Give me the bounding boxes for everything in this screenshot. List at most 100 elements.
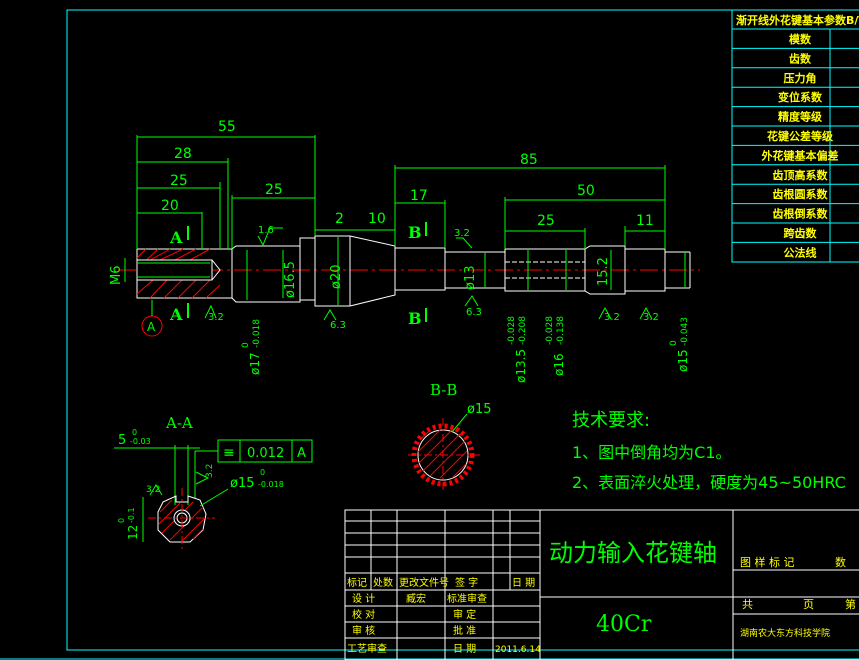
right-label-qty: 数 [835, 556, 846, 569]
dim-2: 2 [335, 211, 344, 227]
section-aa-height: 12 [126, 525, 140, 540]
section-aa-height-tol-lo: -0.1 [127, 507, 136, 523]
dim-85: 85 [520, 152, 538, 168]
section-aa-width: 5 [118, 433, 126, 448]
param-table-row-label: 模数 [789, 32, 812, 46]
section-aa-roughness-2 [195, 471, 210, 485]
section-aa-dia-tol-up: 0 [260, 468, 265, 477]
section-mark-b-top: B [408, 223, 422, 242]
thread-hole [136, 259, 213, 281]
section-bb-dia: ø15 [467, 402, 492, 417]
title-block-border [344, 509, 859, 660]
section-aa-title: A-A [165, 414, 193, 432]
sheet-label-no: 第 [845, 597, 856, 611]
roughness-3-2-d: 3.2 [643, 312, 659, 323]
mid-label-ratify: 批 准 [453, 624, 476, 637]
roughness-symbols [204, 227, 653, 321]
param-table-row-label: 齿数 [789, 51, 812, 65]
param-table-row-label: 变位系数 [778, 90, 823, 104]
param-table-title: 渐开线外花键基本参数B/T [736, 13, 859, 27]
section-bb-title: B-B [430, 381, 457, 399]
roughness-1-6: 1.6 [258, 225, 274, 236]
section-mark-b-bottom: B [408, 309, 422, 328]
dim-10: 10 [368, 211, 386, 227]
param-table: 渐开线外花键基本参数B/T 模数齿数压力角变位系数精度等级花键公差等级外花键基本… [731, 9, 859, 263]
dim-25-mid: 25 [265, 182, 283, 198]
designer-name: 臧宏 [406, 592, 426, 605]
dim-25-left: 25 [170, 173, 188, 189]
param-table-row-label: 外花键基本偏差 [761, 148, 839, 162]
dia-17-tol-lo: -0.018 [252, 319, 262, 348]
tolerance-symbol: ≡ [223, 445, 235, 461]
section-aa-dia-tol-lo: -0.018 [258, 480, 284, 489]
title-date: 2011.6.14 [495, 645, 541, 655]
tech-req-item-2: 2、表面淬火处理，硬度为45~50HRC [572, 473, 846, 492]
dia-13-5: ø13.5 [514, 349, 528, 383]
param-table-row-label: 压力角 [784, 71, 817, 85]
param-table-row-label: 齿根圆系数 [773, 187, 829, 201]
section-bb-dia-leader [451, 413, 468, 433]
row-label-process: 工艺审查 [347, 642, 387, 655]
row-label-design: 设 计 [352, 592, 375, 605]
dim-28: 28 [174, 146, 192, 162]
dia-16-tol-lo: -0.138 [556, 316, 566, 345]
dia-13-5-tol-up: -0.028 [507, 316, 517, 345]
material: 40Cr [596, 612, 652, 637]
diameter-dim-lines [246, 237, 686, 305]
hdr-label-mark: 标记 [347, 577, 367, 589]
roughness-3-2-b: 3.2 [454, 228, 470, 239]
dim-17: 17 [410, 188, 428, 204]
param-table-row-label: 齿顶高系数 [773, 168, 829, 182]
tech-requirements: 技术要求: 1、图中倒角均为C1。 2、表面淬火处理，硬度为45~50HRC [572, 410, 846, 492]
row-label-review: 审 核 [352, 624, 375, 637]
dia-13: ø13 [463, 266, 478, 291]
drawing-frame [66, 9, 859, 651]
hdr-label-sign: 签 字 [455, 576, 478, 589]
hdr-label-docno: 更改文件号 [399, 576, 449, 589]
dia-17: ø17 [248, 352, 262, 375]
shaft-outline-bottom [231, 287, 690, 307]
param-table-row-label: 齿根倒系数 [773, 207, 829, 221]
hdr-label-count: 处数 [373, 576, 393, 589]
tech-req-item-1: 1、图中倒角均为C1。 [572, 443, 732, 462]
roughness-6-3-b: 6.3 [466, 307, 482, 318]
section-aa-width-tol-up: 0 [132, 428, 137, 437]
thread-drill-tip [211, 259, 221, 281]
thread-label: M6 [109, 266, 124, 286]
tolerance-datum: A [297, 446, 306, 461]
dia-16: ø16 [552, 353, 566, 376]
section-aa-profile [157, 495, 207, 543]
dia-13-5-tol-lo: -0.208 [518, 316, 528, 345]
dia-15-tol-lo: -0.043 [680, 317, 690, 346]
right-label-pattern: 图 样 标 记 [740, 555, 795, 569]
tech-req-heading: 技术要求: [572, 410, 650, 431]
shoulder-lines [299, 236, 666, 306]
dia-15-2: 15.2 [596, 257, 611, 286]
roughness-3-2-c: 3.2 [604, 312, 620, 323]
top-dimensions [136, 135, 666, 249]
section-aa-dia: ø15 [230, 476, 255, 491]
section-aa-roughness-1-label: 3.2 [146, 485, 160, 495]
dia-16-tol-up: -0.028 [545, 316, 555, 345]
dim-50: 50 [577, 183, 595, 199]
mid-label-standard: 标准审查 [447, 592, 487, 605]
datum-a-label: A [147, 320, 156, 334]
dim-20: 20 [161, 198, 179, 214]
dia-17-tol-up: 0 [241, 342, 251, 348]
title-block [344, 509, 859, 660]
sheet-label-total: 共 [742, 598, 753, 611]
param-table-border [731, 9, 859, 263]
dim-55: 55 [218, 119, 236, 135]
param-table-row-label: 跨齿数 [784, 226, 818, 240]
section-aa-width-tol-lo: -0.03 [130, 437, 151, 446]
roughness-3-2-a: 3.2 [208, 312, 224, 323]
mid-label-approve: 审 定 [453, 608, 476, 621]
roughness-6-3-a: 6.3 [330, 320, 346, 331]
row-label-check: 校 对 [352, 608, 375, 621]
section-aa-roughness-2-label: 3.2 [205, 464, 215, 478]
part-name: 动力输入花键轴 [549, 539, 717, 567]
section-aa-height-tol-up: 0 [117, 518, 126, 523]
main-view: 55 28 25 20 25 2 10 17 85 50 25 11 A A B… [109, 119, 700, 383]
section-mark-ticks [187, 222, 427, 322]
tolerance-value: 0.012 [247, 446, 284, 461]
